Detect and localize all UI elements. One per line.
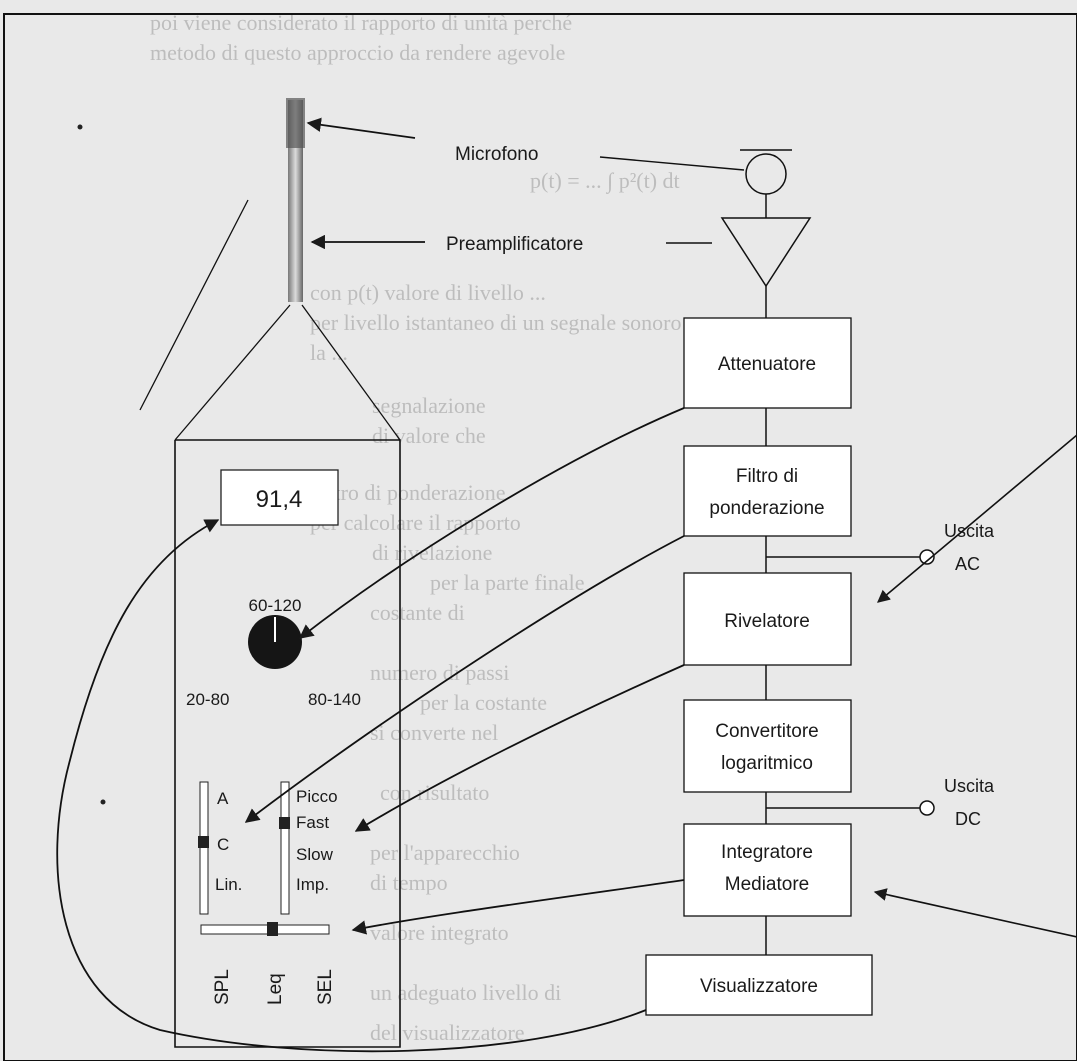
detector-block — [683, 572, 852, 666]
time-constant-switch-knob[interactable] — [279, 817, 290, 829]
weighting-option-a: A — [217, 789, 229, 808]
time-constant-option-picco: Picco — [296, 787, 338, 806]
zoom-guide-line — [139, 199, 249, 411]
scan-speck — [100, 799, 106, 805]
microphone-rod — [288, 100, 303, 302]
integrator-pointer-arrow — [873, 888, 1077, 938]
background-text-line: per la parte finale — [430, 570, 585, 595]
background-text-line: con risultato — [380, 780, 489, 805]
log-converter-label-line1: Convertitore — [715, 721, 819, 742]
background-page-text: poi viene considerato il rapporto di uni… — [150, 10, 681, 1045]
background-text-line: Filtro di ponderazione — [310, 480, 506, 505]
background-text-line: con p(t) valore di livello ... — [310, 280, 546, 305]
time-constant-option-fast: Fast — [296, 813, 329, 832]
preamplifier-symbol — [720, 217, 812, 288]
background-text-line: del visualizzatore — [370, 1020, 525, 1045]
attenuator-label: Attenuatore — [718, 354, 816, 375]
mode-option-spl: SPL — [212, 969, 233, 1005]
mic-symbol-circle — [745, 153, 787, 195]
preamplifier-label: Preamplificatore — [446, 234, 583, 255]
background-text-line: si converte nel — [370, 720, 498, 745]
attenuator-to-range-knob-arrow — [298, 407, 685, 639]
detector-pointer-arrow — [877, 434, 1077, 603]
background-text-line: per l'apparecchio — [370, 840, 520, 865]
scan-speck — [77, 124, 83, 130]
ac-output-label-line2: AC — [955, 554, 980, 574]
dc-output-label-line2: DC — [955, 809, 981, 829]
time-constant-option-imp: Imp. — [296, 875, 329, 894]
weighting-filter-block — [683, 445, 852, 537]
background-text-line: costante di — [370, 600, 465, 625]
mode-switch-track[interactable] — [200, 924, 330, 935]
weighting-option-lin: Lin. — [215, 875, 242, 894]
weighting-filter-to-weighting-switch-arrow — [244, 535, 685, 823]
attenuator-block — [683, 317, 852, 409]
ac-output-terminal — [919, 549, 935, 565]
display-value: 91,4 — [256, 486, 303, 513]
range-label-top: 60-120 — [249, 596, 302, 615]
background-text-line: un adeguato livello di — [370, 980, 561, 1005]
weighting-filter-label-line1: Filtro di — [736, 466, 798, 487]
background-text-line: di tempo — [370, 870, 448, 895]
microphone-label-arrow — [306, 117, 416, 139]
background-text-line: valore integrato — [370, 920, 509, 945]
weighting-switch-knob[interactable] — [198, 836, 209, 848]
background-text-line: metodo di questo approccio da rendere ag… — [150, 40, 565, 65]
time-constant-option-slow: Slow — [296, 845, 334, 864]
ac-output-label-line1: Uscita — [944, 521, 995, 541]
microphone-capsule — [286, 98, 305, 148]
mode-option-leq: Leq — [265, 973, 286, 1005]
background-text-line: la ... — [310, 340, 348, 365]
log-converter-block — [683, 699, 852, 793]
integrator-label-line2: Mediatore — [725, 874, 810, 895]
zoom-guide-line — [301, 304, 401, 441]
microphone-label: Microfono — [455, 144, 538, 165]
background-text-line: numero di passi — [370, 660, 509, 685]
range-label-right: 80-140 — [308, 690, 361, 709]
mode-switch-knob[interactable] — [267, 922, 278, 936]
signal-chain: Attenuatore Filtro di ponderazione Rivel… — [599, 149, 1077, 1016]
display-block — [645, 954, 873, 1016]
range-label-left: 20-80 — [186, 690, 229, 709]
integrator-block — [683, 823, 852, 917]
sound-level-meter: 91,4 60-120 20-80 80-140 A C Lin. Picco … — [139, 98, 401, 1048]
background-text-line: segnalazione — [372, 393, 486, 418]
detector-to-time-constant-switch-arrow — [354, 664, 685, 832]
weighting-filter-label-line2: ponderazione — [709, 498, 824, 519]
digital-display — [220, 469, 339, 526]
dc-output-label-line1: Uscita — [944, 776, 995, 796]
display-block-to-digital-display-arrow — [56, 519, 647, 1053]
integrator-label-line1: Integratore — [721, 842, 813, 863]
mapping-arrows — [56, 407, 685, 1053]
weighting-option-c: C — [217, 835, 229, 854]
mode-option-sel: SEL — [315, 969, 336, 1005]
background-text-line: di rivelazione — [372, 540, 492, 565]
display-block-label: Visualizzatore — [700, 976, 818, 997]
background-text-line: di valore che — [372, 423, 486, 448]
background-text-line: per calcolare il rapporto — [310, 510, 521, 535]
dc-output-terminal — [919, 800, 935, 816]
meter-body-outline — [174, 439, 401, 1048]
background-text-line: p(t) = ... ∫ p²(t) dt — [530, 168, 680, 194]
background-text-line: per la costante — [420, 690, 547, 715]
figure-frame — [3, 13, 1077, 1061]
log-converter-label-line2: logaritmico — [721, 753, 813, 774]
microphone-pointer-line — [599, 156, 745, 171]
integrator-to-mode-switch-arrow — [351, 879, 685, 935]
zoom-guide-line — [174, 304, 291, 441]
detector-label: Rivelatore — [724, 611, 810, 632]
time-constant-switch-track[interactable] — [280, 781, 290, 915]
background-text-line: per livello istantaneo di un segnale son… — [310, 310, 681, 335]
